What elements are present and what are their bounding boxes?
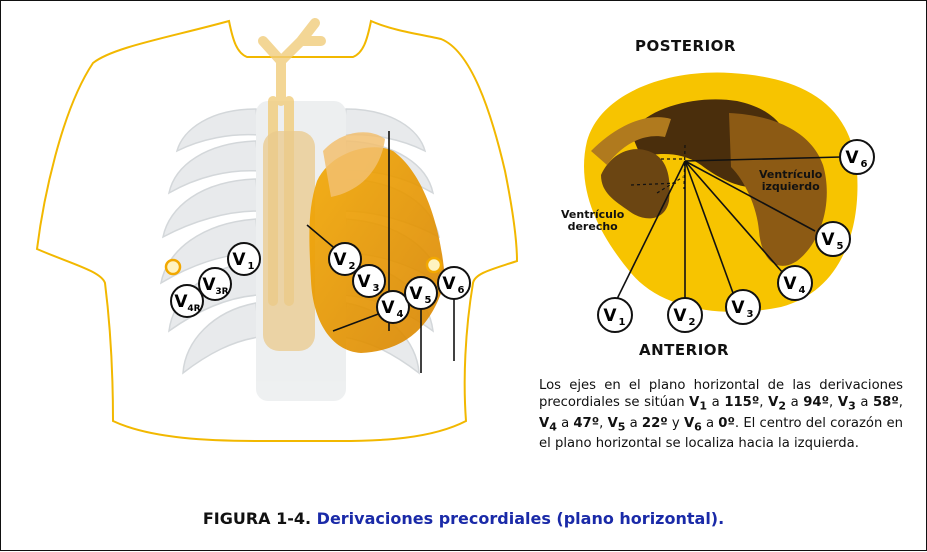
right-ventricle-label: Ventrículo derecho bbox=[561, 209, 624, 233]
svg-text:3R: 3R bbox=[215, 287, 228, 297]
svg-text:V: V bbox=[357, 272, 371, 292]
anterior-heading: ANTERIOR bbox=[639, 341, 729, 359]
desc-lead: V3 bbox=[838, 395, 856, 410]
desc-angle: 47º bbox=[573, 416, 599, 431]
svg-text:V: V bbox=[409, 284, 423, 304]
chest-lead-v5: V 5 bbox=[405, 277, 437, 309]
chest-lead-markers: V 1 V 3R V 4R V 2 V 3 V 4 bbox=[1, 1, 521, 501]
figure-number: FIGURA 1-4. bbox=[203, 509, 311, 528]
svg-text:V: V bbox=[174, 292, 188, 312]
svg-text:3: 3 bbox=[373, 283, 380, 294]
svg-text:1: 1 bbox=[248, 261, 255, 272]
chest-lead-v3r: V 3R bbox=[199, 268, 231, 300]
svg-text:V: V bbox=[381, 298, 395, 318]
svg-text:2: 2 bbox=[349, 261, 356, 272]
svg-text:5: 5 bbox=[425, 295, 432, 306]
desc-angle: 0º bbox=[718, 416, 735, 431]
description-paragraph: Los ejes en el plano horizontal de las d… bbox=[539, 377, 903, 452]
svg-text:V: V bbox=[232, 250, 246, 270]
figure-caption: FIGURA 1-4. Derivaciones precordiales (p… bbox=[1, 509, 926, 528]
posterior-heading: POSTERIOR bbox=[635, 37, 736, 55]
chest-lead-v1: V 1 bbox=[228, 243, 260, 275]
chest-lead-v3: V 3 bbox=[353, 265, 385, 297]
svg-text:4: 4 bbox=[397, 309, 404, 320]
desc-lead: V6 bbox=[684, 416, 702, 431]
desc-lead: V1 bbox=[689, 395, 707, 410]
desc-lead: V4 bbox=[539, 416, 557, 431]
desc-angle: 94º bbox=[803, 395, 829, 410]
chest-lead-v4r: V 4R bbox=[171, 285, 203, 317]
desc-angle: 22º bbox=[642, 416, 668, 431]
svg-text:4R: 4R bbox=[187, 304, 200, 314]
left-ventricle-label: Ventrículo izquierdo bbox=[759, 169, 822, 193]
heart-cross-section bbox=[561, 61, 901, 331]
svg-text:V: V bbox=[442, 274, 456, 294]
left-ventricle-label-line2: izquierdo bbox=[762, 180, 820, 193]
figure-title: Derivaciones precordiales (plano horizon… bbox=[317, 509, 725, 528]
desc-angle: 115º bbox=[724, 395, 759, 410]
desc-lead: V2 bbox=[768, 395, 786, 410]
chest-lead-v4: V 4 bbox=[377, 291, 409, 323]
svg-text:V: V bbox=[202, 275, 216, 295]
desc-angle: 58º bbox=[873, 395, 899, 410]
right-ventricle-label-line2: derecho bbox=[568, 220, 618, 233]
svg-text:6: 6 bbox=[458, 285, 465, 296]
chest-lead-v6: V 6 bbox=[438, 267, 470, 299]
desc-lead: V5 bbox=[608, 416, 626, 431]
svg-text:V: V bbox=[333, 250, 347, 270]
